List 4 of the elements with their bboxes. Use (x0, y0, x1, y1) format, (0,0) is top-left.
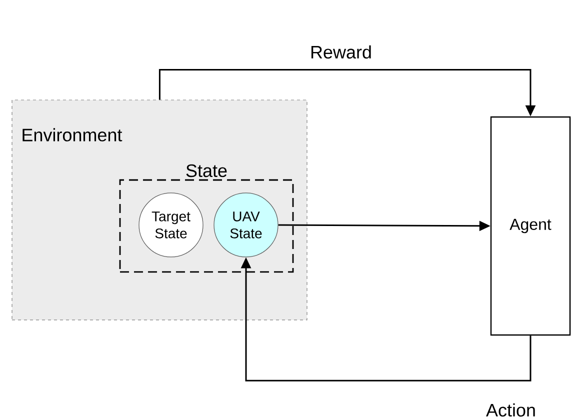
edge-label: Reward (309, 44, 374, 60)
edge-label: Action (484, 402, 538, 418)
node-label: State (186, 164, 227, 178)
agent-box: Agent (490, 116, 571, 336)
